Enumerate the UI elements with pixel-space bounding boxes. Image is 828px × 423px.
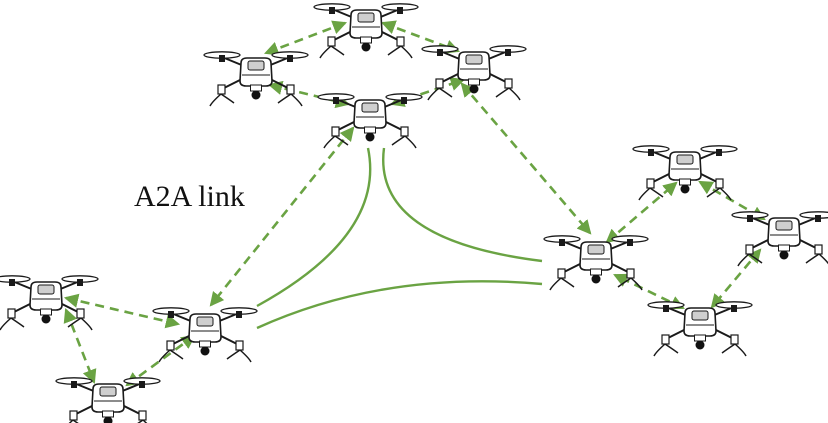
a2a-link-arrow [209, 126, 355, 307]
a2a-link-arrow [605, 181, 678, 244]
drone-icon [203, 50, 309, 107]
drone-icon [55, 376, 161, 423]
drone-icon [317, 92, 423, 149]
a2a-link-arrow [63, 293, 181, 329]
drone-icon [421, 44, 527, 101]
drone-icon [632, 144, 738, 201]
swarm-link-curve [382, 147, 543, 263]
drone-icon [543, 234, 649, 291]
a2a-link-label: A2A link [134, 180, 245, 213]
a2a-link-arrow [389, 77, 466, 107]
a2a-link-arrow [460, 82, 592, 235]
swarm-link-curve [256, 280, 543, 330]
a2a-link-arrow [710, 248, 762, 309]
drone-icon [647, 300, 753, 357]
a2a-link-arrow [63, 308, 97, 384]
drone-icon [731, 210, 828, 267]
